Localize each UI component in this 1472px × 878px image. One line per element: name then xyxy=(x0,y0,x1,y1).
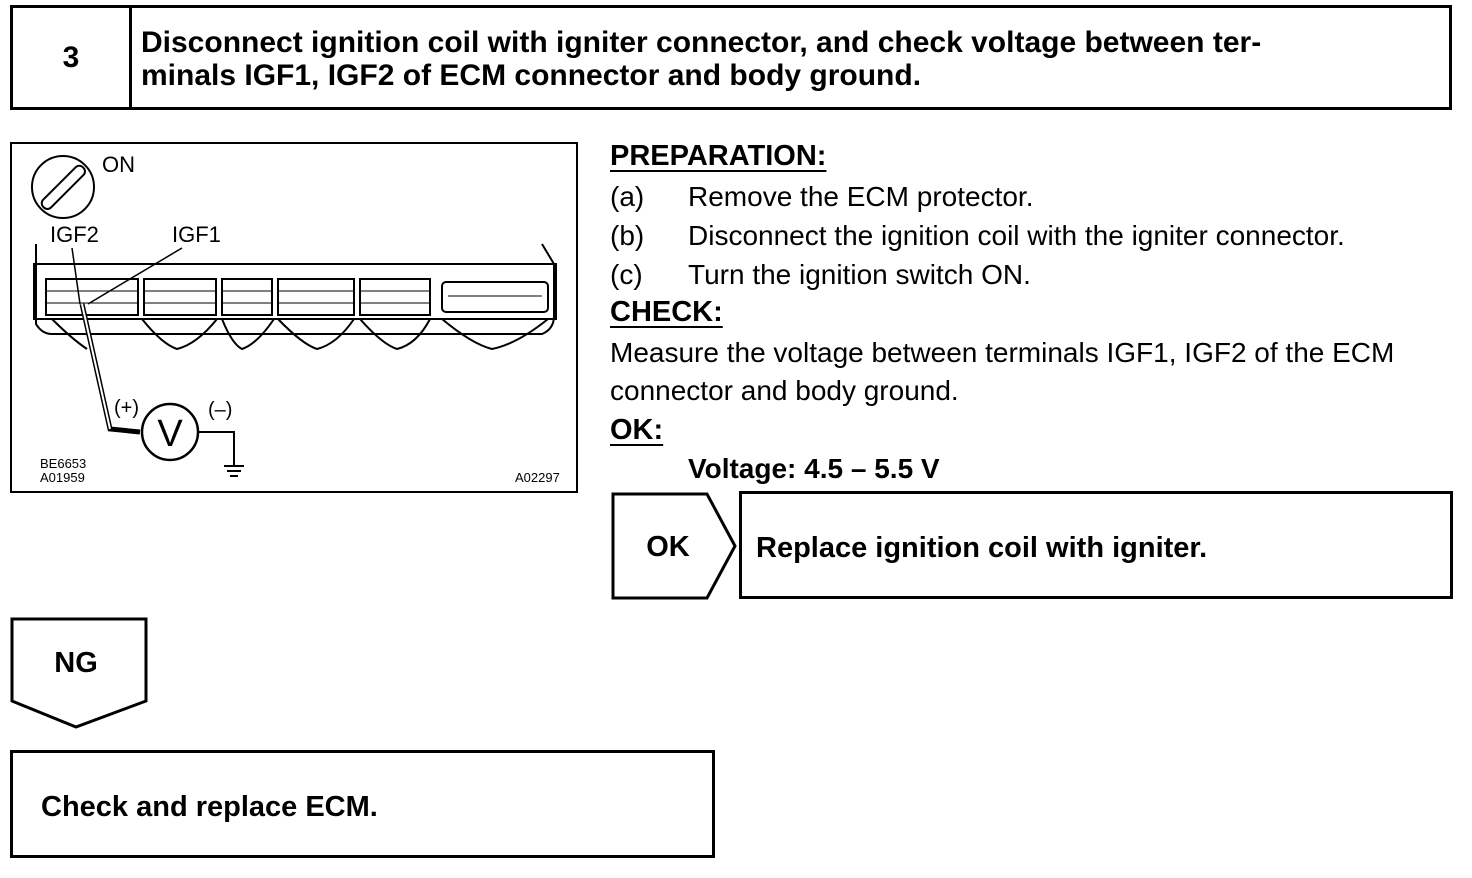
igf1-label: IGF1 xyxy=(172,222,221,247)
ok-result-text: Replace ignition coil with igniter. xyxy=(756,532,1208,564)
step-text-a: Remove the ECM protector. xyxy=(688,181,1034,212)
step-header: 3 Disconnect ignition coil with igniter … xyxy=(10,5,1452,110)
wiring-illustration: ON IGF2 IGF1 xyxy=(10,142,578,493)
voltmeter-symbol: V xyxy=(157,413,183,455)
ground-icon xyxy=(224,465,244,477)
step-label-b: (b) xyxy=(610,220,645,251)
check-heading: CHECK: xyxy=(610,296,723,328)
ok-arrow-label: OK xyxy=(646,531,690,563)
ng-result-box: Check and replace ECM. xyxy=(10,750,715,858)
ref-code-be6653: BE6653 xyxy=(40,456,86,471)
ignition-key-icon xyxy=(31,155,95,219)
positive-terminal-label: (+) xyxy=(114,397,139,419)
check-line-1: Measure the voltage between terminals IG… xyxy=(610,337,1395,368)
ref-code-a02297: A02297 xyxy=(515,470,560,485)
step-title: Disconnect ignition coil with igniter co… xyxy=(141,26,1431,92)
ng-result-text: Check and replace ECM. xyxy=(41,791,378,823)
step-label-c: (c) xyxy=(610,259,643,290)
ref-code-a01959: A01959 xyxy=(40,470,85,485)
step-text-b: Disconnect the ignition coil with the ig… xyxy=(688,220,1345,251)
negative-terminal-label: (–) xyxy=(208,399,232,421)
illustration-canvas: ON IGF2 IGF1 xyxy=(31,152,560,485)
step-text-c: Turn the ignition switch ON. xyxy=(688,259,1031,290)
preparation-step-b: (b) Disconnect the ignition coil with the… xyxy=(610,220,1345,252)
ng-arrow-label: NG xyxy=(54,647,98,679)
step-title-line-2: minals IGF1, IGF2 of ECM connector and b… xyxy=(141,59,922,92)
ecm-connector-icon xyxy=(33,243,557,351)
ok-result-box: Replace ignition coil with igniter. xyxy=(739,491,1453,599)
preparation-heading: PREPARATION: xyxy=(610,140,827,172)
check-line-2: connector and body ground. xyxy=(610,375,959,406)
step-label-a: (a) xyxy=(610,181,645,212)
ok-arrow: OK xyxy=(611,492,739,605)
step-title-line-1: Disconnect ignition coil with igniter co… xyxy=(141,26,1262,59)
ng-arrow: NG xyxy=(10,617,150,736)
preparation-step-a: (a) Remove the ECM protector. xyxy=(610,181,1033,213)
switch-on-label: ON xyxy=(102,152,135,177)
preparation-step-c: (c) Turn the ignition switch ON. xyxy=(610,259,1031,291)
voltage-spec: Voltage: 4.5 – 5.5 V xyxy=(688,453,940,484)
ok-heading: OK: xyxy=(610,414,664,446)
step-number: 3 xyxy=(13,8,132,107)
igf2-label: IGF2 xyxy=(50,222,99,247)
